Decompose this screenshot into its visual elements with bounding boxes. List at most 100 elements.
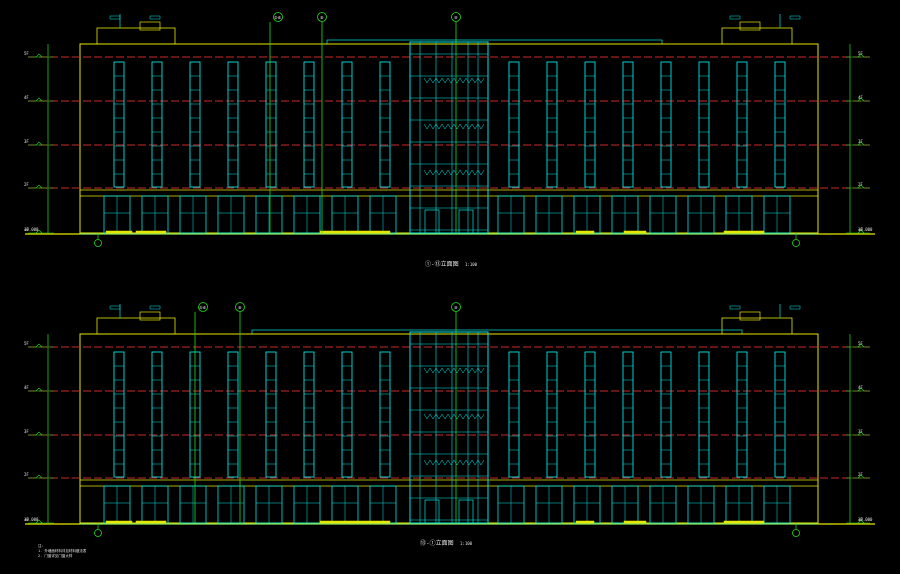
window-strip [774,61,786,188]
window-strip [379,351,391,478]
window-strip [698,61,710,188]
axis-bubble-label: ⑤⑥ [199,305,207,310]
entrance-door-left [424,209,440,234]
window-strip [379,61,391,188]
window-strip [736,351,748,478]
window-strip [341,61,353,188]
axis-marker: ⑤⑥ [194,302,208,523]
roof-tag [149,15,161,20]
ground-floor-window [179,195,207,234]
floor-level-label: ±0.000 [858,517,873,522]
ground-floor-window [179,485,207,524]
floor-level-label: 5F [24,341,29,346]
window-strip [508,351,520,478]
note-line-3: 2. 门窗详见门窗大样 [38,553,73,558]
floor-level-label: 1F [858,517,863,522]
ground-floor-window [649,485,677,524]
ground-floor-window [535,195,563,234]
window-strip [113,351,125,478]
floor-level-label: 3F [24,429,29,434]
window-strip [622,351,634,478]
roof-tag [109,305,121,310]
ground-floor-window [687,195,715,234]
entrance-door-right [458,209,474,234]
floor-level-label: 5F [858,341,863,346]
window-strip [113,61,125,188]
window-strip [227,351,239,478]
floor-level-label: ±0.000 [24,517,39,522]
window-strip [584,351,596,478]
end-axis-bubble [792,529,800,537]
window-strip [151,61,163,188]
window-strip [151,351,163,478]
roof-tag [789,305,801,310]
floor-level-label: 1F [24,517,29,522]
floor-level-label: 5F [858,51,863,56]
ground-floor-window [217,485,245,524]
ground-floor-window [687,485,715,524]
ground-floor-window [255,485,283,524]
roof-tag [729,305,741,310]
roof-box-left [139,311,161,321]
axis-bubble-label: ⑧ [238,305,242,310]
window-strip [227,61,239,188]
floor-level-label: 2F [858,472,863,477]
window-strip [584,61,596,188]
window-strip [622,61,634,188]
ground-floor-window [103,195,131,234]
ground-floor-window [255,195,283,234]
level-dimension-right [846,44,870,234]
level-dimension-left [28,334,54,524]
end-axis-bubble [94,239,102,247]
entrance-door-left [424,499,440,524]
roof-tag [729,15,741,20]
ground-floor-window [497,195,525,234]
axis-marker: ⑩ [451,302,461,523]
ground-floor-window [497,485,525,524]
floor-level-label: 2F [24,182,29,187]
drawing-scale-1: 1:100 [465,262,478,267]
axis-bubble-label: ⑩ [454,305,458,310]
ground-floor-window [763,485,791,524]
window-strip [546,351,558,478]
central-curtain-wall [409,331,489,524]
floor-level-label: 3F [24,139,29,144]
floor-level-label: 3F [858,139,863,144]
level-dimension-left [28,44,54,234]
ground-floor-window [535,485,563,524]
roof-box-left [139,21,161,31]
axis-bubble-label: ⑩ [454,15,458,20]
ground-floor-window [217,195,245,234]
ground-floor-window [293,195,321,234]
end-axis-bubble [792,239,800,247]
drawing-title-2: ⑬-①立面图 [420,539,454,547]
end-axis-bubble [94,529,102,537]
floor-level-label: 4F [24,95,29,100]
roof-tag [109,15,121,20]
floor-level-label: 1F [858,227,863,232]
note-line-1: 注： [38,543,45,548]
roof-box-right [739,21,761,31]
roof-box-right [739,311,761,321]
floor-level-label: 5F [24,51,29,56]
window-strip [189,61,201,188]
entrance-door-right [458,499,474,524]
floor-level-label: 1F [24,227,29,232]
window-strip [303,351,315,478]
axis-marker: ⑤⑥ [269,12,283,233]
axis-marker: ⑧ [317,12,327,233]
floor-level-label: ±0.000 [858,227,873,232]
roof-tag [149,305,161,310]
axis-bubble-label: ⑤⑥ [274,15,282,20]
ground-floor-window [763,195,791,234]
window-strip [508,61,520,188]
floor-level-label: ±0.000 [24,227,39,232]
note-line-2: 1. 外墙面材料详见材料做法表 [38,548,87,553]
window-strip [660,351,672,478]
window-strip [546,61,558,188]
window-strip [341,351,353,478]
ground-floor-window [649,195,677,234]
